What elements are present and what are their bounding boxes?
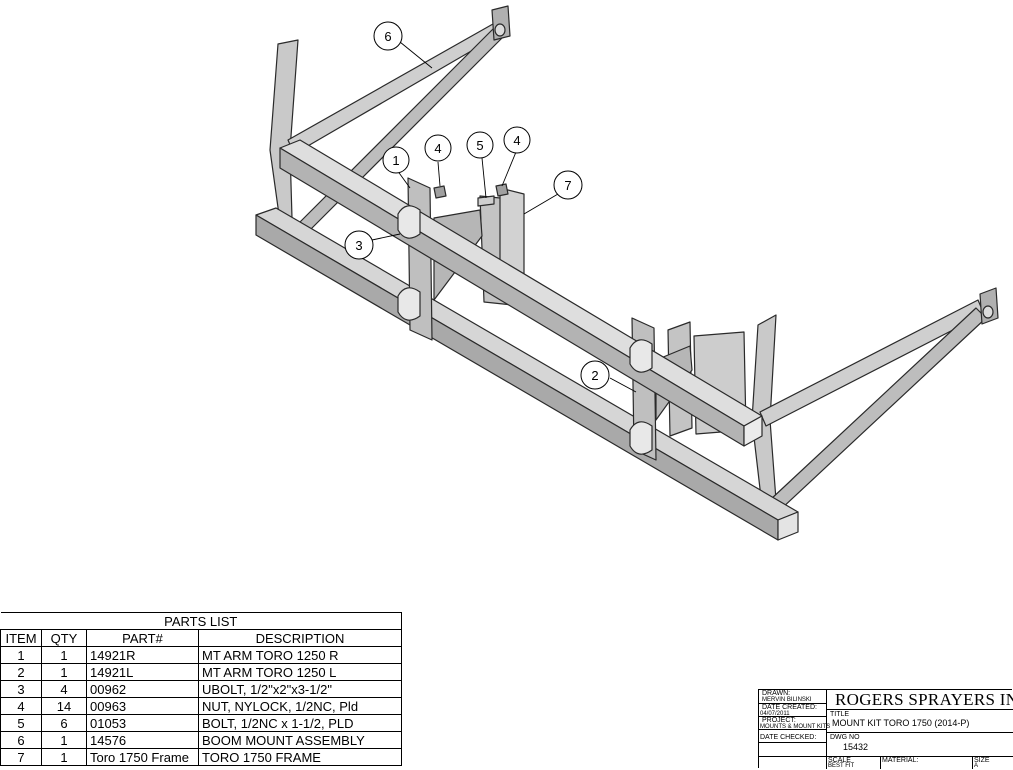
table-row: 2 1 14921L MT ARM TORO 1250 L bbox=[0, 663, 402, 681]
project-value: MOUNTS & MOUNT KITS bbox=[760, 724, 831, 730]
svg-text:3: 3 bbox=[355, 238, 362, 253]
cell-qty: 4 bbox=[41, 680, 87, 698]
balloon-4-left: 4 bbox=[424, 134, 452, 162]
drawn-value: MERVIN BILINSKI bbox=[762, 697, 812, 703]
balloon-3: 3 bbox=[344, 230, 374, 260]
balloon-6: 6 bbox=[373, 21, 403, 51]
parts-list-header-row: ITEM QTY PART# DESCRIPTION bbox=[0, 629, 402, 647]
company-name: ROGERS SPRAYERS INC. bbox=[835, 690, 1013, 709]
cell-description: MT ARM TORO 1250 R bbox=[198, 646, 402, 664]
title-label: TITLE bbox=[830, 711, 850, 718]
cell-part: Toro 1750 Frame bbox=[86, 748, 199, 766]
dwg-value: 15432 bbox=[843, 742, 869, 752]
table-row: 5 6 01053 BOLT, 1/2NC x 1-1/2, PLD bbox=[0, 714, 402, 732]
ubolt-3 bbox=[629, 339, 653, 373]
ubolt-2 bbox=[397, 287, 421, 321]
svg-text:2: 2 bbox=[591, 368, 598, 383]
lower-tube-end bbox=[777, 511, 799, 541]
material-label: MATERIAL: bbox=[882, 757, 919, 764]
parts-list-title: PARTS LIST bbox=[0, 612, 402, 630]
date-checked-label: DATE CHECKED: bbox=[760, 734, 817, 741]
scale-value: BEST FIT bbox=[828, 763, 855, 769]
cell-item: 1 bbox=[0, 646, 42, 664]
cell-qty: 1 bbox=[41, 748, 87, 766]
drawn-label: DRAWN: bbox=[762, 690, 791, 697]
size-value: A bbox=[974, 763, 979, 769]
cell-qty: 6 bbox=[41, 714, 87, 732]
cell-part: 00963 bbox=[86, 697, 199, 715]
title-block: DRAWN: MERVIN BILINSKI DATE CREATED: 04/… bbox=[758, 689, 1013, 769]
table-row: 7 1 Toro 1750 Frame TORO 1750 FRAME bbox=[0, 748, 402, 766]
parts-list-table: PARTS LIST ITEM QTY PART# DESCRIPTION 1 … bbox=[0, 612, 402, 766]
cell-description: BOLT, 1/2NC x 1-1/2, PLD bbox=[198, 714, 402, 732]
table-row: 1 1 14921R MT ARM TORO 1250 R bbox=[0, 646, 402, 664]
upper-tube-end bbox=[743, 415, 763, 447]
table-row: 4 14 00963 NUT, NYLOCK, 1/2NC, Pld bbox=[0, 697, 402, 715]
cell-qty: 14 bbox=[41, 697, 87, 715]
date-created-label: DATE CREATED: bbox=[762, 704, 817, 711]
cell-part: 00962 bbox=[86, 680, 199, 698]
nut-1 bbox=[433, 185, 447, 199]
balloon-4-right: 4 bbox=[503, 126, 531, 154]
table-row: 6 1 14576 BOOM MOUNT ASSEMBLY bbox=[0, 731, 402, 749]
cell-part: 14576 bbox=[86, 731, 199, 749]
right-end-hole bbox=[982, 305, 994, 319]
svg-text:6: 6 bbox=[384, 29, 391, 44]
cell-item: 6 bbox=[0, 731, 42, 749]
cell-description: TORO 1750 FRAME bbox=[198, 748, 402, 766]
cell-qty: 1 bbox=[41, 646, 87, 664]
cell-item: 2 bbox=[0, 663, 42, 681]
cell-description: NUT, NYLOCK, 1/2NC, Pld bbox=[198, 697, 402, 715]
cell-qty: 1 bbox=[41, 731, 87, 749]
cell-item: 7 bbox=[0, 748, 42, 766]
bolt-5 bbox=[477, 195, 495, 207]
size-label: SIZE bbox=[974, 757, 990, 764]
balloon-2: 2 bbox=[580, 360, 610, 390]
project-label: PROJECT: bbox=[762, 717, 796, 724]
balloon-1: 1 bbox=[382, 146, 410, 174]
balloon-7: 7 bbox=[553, 170, 583, 200]
balloon-5: 5 bbox=[466, 131, 494, 159]
ubolt-4 bbox=[629, 421, 653, 455]
ubolt-1 bbox=[397, 205, 421, 239]
svg-text:4: 4 bbox=[434, 141, 441, 156]
cell-item: 3 bbox=[0, 680, 42, 698]
scale-label: SCALE bbox=[828, 757, 851, 764]
cell-description: MT ARM TORO 1250 L bbox=[198, 663, 402, 681]
svg-text:7: 7 bbox=[564, 178, 571, 193]
cell-part: 14921L bbox=[86, 663, 199, 681]
svg-text:1: 1 bbox=[392, 153, 399, 168]
header-description: DESCRIPTION bbox=[198, 629, 402, 647]
dwg-label: DWG NO bbox=[830, 734, 860, 741]
header-item: ITEM bbox=[0, 629, 42, 647]
cell-description: BOOM MOUNT ASSEMBLY bbox=[198, 731, 402, 749]
left-upright-plate bbox=[269, 39, 299, 223]
svg-text:5: 5 bbox=[476, 138, 483, 153]
assembly-drawing: 6 1 4 5 4 7 3 2 bbox=[255, 5, 999, 541]
title-value: MOUNT KIT TORO 1750 (2014-P) bbox=[832, 718, 970, 728]
cell-qty: 1 bbox=[41, 663, 87, 681]
cell-part: 14921R bbox=[86, 646, 199, 664]
table-row: 3 4 00962 UBOLT, 1/2"x2"x3-1/2" bbox=[0, 680, 402, 698]
cell-item: 4 bbox=[0, 697, 42, 715]
cell-item: 5 bbox=[0, 714, 42, 732]
left-end-hole bbox=[494, 23, 506, 37]
right-lower-brace bbox=[769, 307, 987, 511]
header-part: PART# bbox=[86, 629, 199, 647]
cell-part: 01053 bbox=[86, 714, 199, 732]
cell-description: UBOLT, 1/2"x2"x3-1/2" bbox=[198, 680, 402, 698]
svg-text:4: 4 bbox=[513, 133, 520, 148]
date-created-value: 04/07/2011 bbox=[760, 711, 790, 717]
header-qty: QTY bbox=[41, 629, 87, 647]
